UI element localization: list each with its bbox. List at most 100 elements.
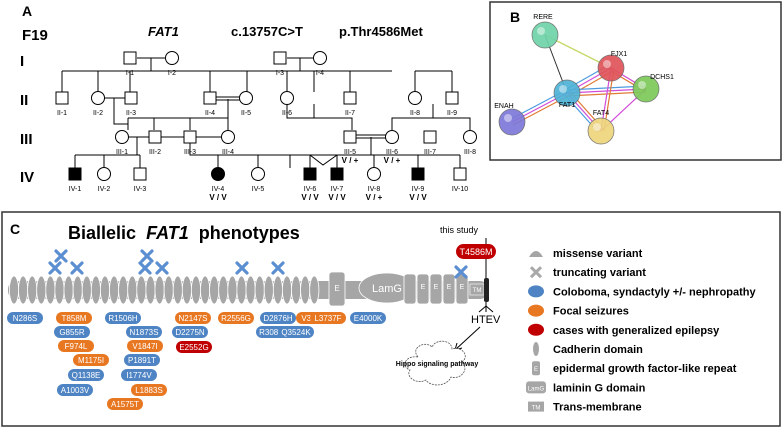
pedigree-male [330, 167, 344, 181]
individual-id: IV-10 [452, 186, 468, 193]
cadherin-repeat [200, 275, 211, 305]
individual-genotype: V / + [366, 193, 383, 202]
pedigree-male [124, 91, 138, 105]
individual-id: IV-5 [252, 186, 265, 193]
individual-id: II-5 [241, 110, 251, 117]
hippo-label-text: Hippo signaling pathway [396, 361, 479, 368]
truncating-cross [271, 261, 285, 275]
truncating-variants [48, 249, 468, 279]
this-study-variant: T4586M [459, 247, 492, 257]
pedigree-male [273, 51, 287, 65]
variant-badge [124, 354, 160, 366]
egf-repeat [442, 273, 456, 305]
cadherin-repeat [281, 275, 292, 305]
network-node [498, 108, 526, 136]
node-highlight [559, 85, 567, 93]
variant-badge [54, 326, 90, 338]
variant-badge [350, 312, 386, 324]
variant-badge [278, 326, 314, 338]
individual-id: IV-7 [331, 186, 344, 193]
cadherin-repeat [163, 275, 174, 305]
variant-label: E4000K [354, 314, 383, 323]
individual-id: II-9 [447, 110, 457, 117]
generation-label: I [20, 53, 24, 70]
network-node-label: RERE [533, 14, 553, 21]
pedigree-male [133, 167, 147, 181]
variant-badge [260, 312, 296, 324]
variant-label: T858M [62, 314, 87, 323]
legend-icon-coloboma [528, 285, 544, 298]
legend-label: epidermal growth factor-like repeat [553, 363, 737, 375]
cadherin-repeat [181, 275, 192, 305]
pedigree-male [411, 167, 425, 181]
individual-id: II-4 [205, 110, 215, 117]
panel-a-letter: A [22, 3, 32, 19]
cadherin-repeat [309, 275, 320, 305]
node-highlight [537, 27, 545, 35]
individual-id: III-1 [116, 149, 128, 156]
cadherin-repeat [272, 275, 283, 305]
variant-badge [126, 326, 162, 338]
legend-icon-cadherin [533, 342, 539, 356]
variant-label: G855R [59, 328, 85, 337]
egf-label: E [460, 284, 465, 291]
individual-id: IV-8 [368, 186, 381, 193]
cadherin-repeat [90, 275, 101, 305]
individual-genotype: V / V [209, 193, 227, 202]
network-node-label: FAT1 [559, 102, 575, 109]
truncating-cross [70, 261, 84, 275]
network-node-label: FJX1 [611, 51, 627, 58]
cadherin-repeat [72, 275, 83, 305]
legend-label: cases with generalized epilepsy [553, 325, 720, 337]
variant-badge [127, 340, 163, 352]
variant-badge [73, 354, 109, 366]
legend-icon-truncating [529, 266, 543, 279]
individual-id: III-4 [222, 149, 234, 156]
individual-id: IV-9 [412, 186, 425, 193]
truncating-cross [48, 261, 62, 275]
individual-genotype: V / + [384, 156, 401, 165]
variant-badge [121, 369, 157, 381]
htev-label: HTEV [471, 314, 501, 326]
cadherin-repeat [291, 275, 302, 305]
network-node [553, 79, 581, 107]
this-study-badge [456, 244, 496, 259]
variant-badge [310, 312, 346, 324]
cadherin-repeat [27, 275, 38, 305]
variant-label: L1883S [135, 386, 163, 395]
cadherin-repeat [45, 275, 56, 305]
generation-label: II [20, 92, 28, 109]
pedigree-female [385, 130, 399, 144]
egf-label: E [421, 284, 426, 291]
legend-icon-lamg [526, 381, 546, 394]
generation-label: IV [20, 169, 34, 186]
legend-icon-missense [529, 251, 543, 257]
network-node [597, 54, 625, 82]
cadherin-repeat [263, 275, 274, 305]
variant-label: D2876H [263, 314, 293, 323]
cadherin-repeat [109, 275, 120, 305]
variant-label: D2275N [175, 328, 205, 337]
truncating-cross [155, 261, 169, 275]
pedigree-lines [61, 57, 471, 168]
individual-genotype: V / V [409, 193, 427, 202]
htev-tick [478, 305, 494, 313]
variant-label: M1175I [78, 356, 104, 365]
individual-id: II-3 [126, 110, 136, 117]
variant-badge [57, 384, 93, 396]
egf-lamg-region: E LamG [328, 271, 416, 307]
individual-id: II-2 [93, 110, 103, 117]
truncating-cross [138, 261, 152, 275]
individual-id: IV-6 [304, 186, 317, 193]
legend-label: Cadherin domain [553, 344, 643, 356]
pedigree-female [367, 167, 381, 181]
pedigree-male [55, 91, 69, 105]
variant-label: Q1138E [72, 371, 101, 380]
panel-a-pedigree: A F19 FAT1 c.13757C>T p.Thr4586Met I II … [20, 3, 477, 202]
cadherin-repeat [36, 275, 47, 305]
individual-id: III-7 [424, 149, 436, 156]
pedigree-male [123, 51, 137, 65]
pedigree-male [203, 91, 217, 105]
variant-badge [105, 312, 141, 324]
